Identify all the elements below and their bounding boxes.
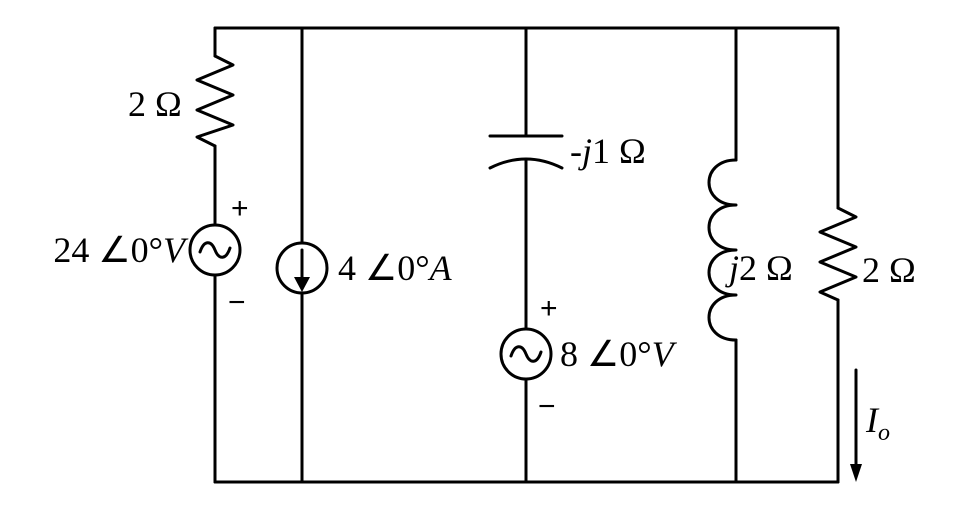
voltage-source-left-plus: + <box>231 192 249 225</box>
inductor-label: j2 Ω <box>725 248 793 288</box>
arrow-down-icon <box>850 464 862 482</box>
capacitor-plate-bottom <box>488 157 564 170</box>
resistor-left-label: 2 Ω <box>128 84 182 124</box>
ac-sine-icon <box>509 345 543 363</box>
current-source: 4 ∠0°A <box>275 241 453 295</box>
voltage-source-left: + − 24 ∠0°V <box>53 192 248 319</box>
ac-sine-icon <box>198 241 232 259</box>
voltage-source-middle-minus: − <box>538 390 556 423</box>
voltage-source-left-label: 24 ∠0°V <box>53 230 189 270</box>
voltage-source-left-minus: − <box>228 286 246 319</box>
resistor-right: 2 Ω <box>818 206 916 302</box>
voltage-source-middle: + − 8 ∠0°V <box>499 292 678 423</box>
wires <box>213 26 840 484</box>
capacitor: -j1 Ω <box>488 131 646 171</box>
capacitor-label: -j1 Ω <box>570 131 646 171</box>
current-io-label: Io <box>865 400 890 446</box>
resistor-right-zigzag <box>818 206 858 302</box>
current-io-indicator: Io <box>850 368 890 482</box>
resistor-left-zigzag <box>195 54 235 148</box>
arrow-down-icon <box>294 277 310 292</box>
resistor-left: 2 Ω <box>128 54 235 148</box>
resistor-right-label: 2 Ω <box>862 250 916 290</box>
voltage-source-middle-plus: + <box>540 292 558 325</box>
voltage-source-middle-label: 8 ∠0°V <box>560 334 678 374</box>
current-source-label: 4 ∠0°A <box>338 248 453 288</box>
inductor-coil <box>707 158 738 342</box>
inductor: j2 Ω <box>707 158 793 342</box>
